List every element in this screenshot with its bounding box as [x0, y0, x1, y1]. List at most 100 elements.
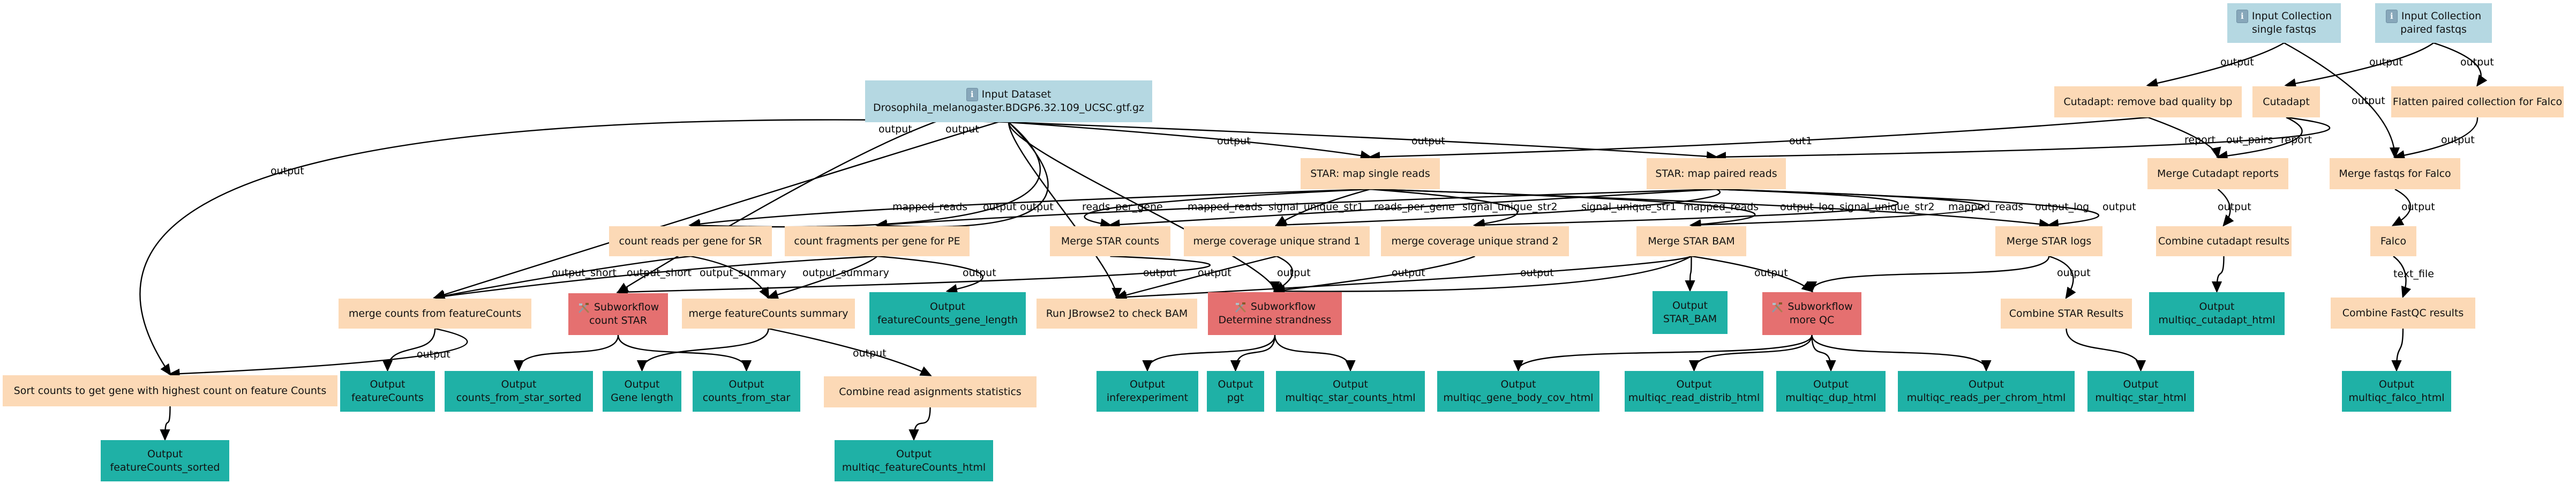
output-name-label: counts_from_star: [702, 392, 791, 404]
node-cutadapt[interactable]: Cutadapt: [2252, 86, 2320, 117]
edge-count-fragments-per-gene-for-pe-to-merge-featurecounts-summary: [767, 256, 878, 300]
node-star-map-single-reads[interactable]: STAR: map single reads: [1301, 158, 1440, 189]
output-name-label: STAR_BAM: [1663, 313, 1717, 325]
node-label: merge counts from featureCounts: [348, 307, 522, 319]
node-merge-star-bam[interactable]: Merge STAR BAM: [1636, 226, 1746, 256]
output-name-label: multiqc_cutadapt_html: [2158, 314, 2275, 326]
input-info-icon: i: [2236, 10, 2248, 24]
node-count-reads-per-gene-for-sr[interactable]: count reads per gene for SR: [609, 226, 772, 256]
node-merge-cutadapt-reports[interactable]: Merge Cutadapt reports: [2147, 158, 2288, 189]
node-flatten-paired-collection-for-falco[interactable]: Flatten paired collection for Falco: [2391, 86, 2564, 117]
output-name-label: multiqc_falco_html: [2348, 392, 2445, 404]
node-label: Merge STAR logs: [2006, 235, 2092, 247]
node-label: Output: [729, 378, 764, 391]
node-label: Output: [2379, 378, 2414, 391]
edge-input-collection-single-fastqs-to-merge-fastqs-for-falco: [2284, 42, 2400, 159]
node-label: Output: [1672, 300, 1708, 312]
node-label: Output: [624, 378, 660, 391]
edge-label-output_short: output_short: [552, 267, 617, 279]
node-merge-fastqs-for-falco[interactable]: Merge fastqs for Falco: [2330, 158, 2460, 189]
node-label: Sort counts to get gene with highest cou…: [13, 384, 327, 397]
edge-label-output: output: [1754, 267, 1788, 279]
edge-input-collection-single-fastqs-to-cutadapt-remove-bad-quality-bp: [2146, 42, 2285, 88]
node-label: Output: [930, 301, 965, 313]
node-combine-star-results[interactable]: Combine STAR Results: [2001, 299, 2132, 329]
edge-label-output: output: [2057, 267, 2091, 279]
node-cutadapt-remove-bad-quality-bp[interactable]: Cutadapt: remove bad quality bp: [2054, 86, 2242, 117]
node-merge-star-logs[interactable]: Merge STAR logs: [1995, 226, 2102, 256]
node-merge-coverage-unique-strand-1[interactable]: merge coverage unique strand 1: [1184, 226, 1370, 256]
node-combine-cutadapt-results[interactable]: Combine cutadapt results: [2156, 226, 2292, 256]
node-label: Output: [147, 448, 183, 460]
edge-merge-star-bam-to-run-jbrowse2-to-check-bam: [1115, 255, 1692, 302]
edge-cutadapt-to-star-map-paired-reads: [1714, 116, 2331, 162]
node-combine-read-asignments-statistics[interactable]: Combine read asignments statistics: [824, 376, 1037, 407]
edge-label-output: output: [878, 123, 912, 135]
edge-star-map-single-reads-to-merge-star-counts: [1084, 188, 1371, 229]
edge-subworkflow-more-qc-to-output-multiqc-dup-html: [1811, 335, 1836, 372]
node-label: Output: [1130, 378, 1165, 391]
edge-label-output: output: [853, 347, 887, 359]
node-count-fragments-per-gene-for-pe[interactable]: count fragments per gene for PE: [785, 226, 970, 256]
edge-input-dataset-gtf-to-sort-counts-to-get-gene-with-highest-count: [139, 119, 1009, 376]
edge-label-mapped_reads: mapped_reads: [1684, 201, 1759, 213]
node-star-map-paired-reads[interactable]: STAR: map paired reads: [1647, 158, 1786, 189]
edge-subworkflow-more-qc-to-output-multiqc-read-distrib-html: [1688, 335, 1813, 372]
edge-label-output: output: [983, 201, 1017, 213]
node-merge-coverage-unique-strand-2[interactable]: merge coverage unique strand 2: [1381, 226, 1569, 256]
edge-subworkflow-determine-strandness-to-output-pgt: [1230, 335, 1276, 372]
edge-merge-star-bam-to-output-star-bam: [1685, 256, 1695, 292]
node-merge-star-counts[interactable]: Merge STAR counts: [1050, 226, 1170, 256]
node-combine-fastqc-results[interactable]: Combine FastQC results: [2331, 298, 2475, 329]
edge-label-output: output: [945, 123, 979, 135]
node-merge-featurecounts-summary[interactable]: merge featureCounts summary: [682, 299, 855, 329]
node-falco[interactable]: Falco: [2370, 226, 2416, 256]
node-label: Merge fastqs for Falco: [2339, 167, 2451, 180]
edge-star-map-paired-reads-to-merge-coverage-unique-strand-1: [1274, 188, 1721, 230]
node-label: Output: [501, 378, 537, 391]
edge-merge-counts-from-featurecounts-to-sort-counts-to-get-gene-with-highest-count: [168, 328, 468, 379]
node-sort-counts-to-get-gene-with-highest-count[interactable]: Sort counts to get gene with highest cou…: [3, 375, 337, 406]
edge-flatten-paired-collection-for-falco-to-merge-fastqs-for-falco: [2393, 117, 2479, 161]
node-run-jbrowse2-to-check-bam[interactable]: Run JBrowse2 to check BAM: [1037, 299, 1197, 329]
output-name-label: multiqc_star_counts_html: [1285, 392, 1416, 404]
node-label: single fastqs: [2252, 24, 2316, 36]
edge-label-signal_unique_str1: signal_unique_str1: [1581, 201, 1677, 213]
node-label: Output: [896, 448, 932, 460]
edge-label-reads_per_gene: reads_per_gene: [1374, 201, 1455, 213]
edge-star-map-paired-reads-to-merge-coverage-unique-strand-2: [1473, 188, 1899, 231]
output-name-label: Gene length: [611, 392, 673, 404]
node-label: Output: [370, 378, 405, 391]
edge-label-output_short: output_short: [627, 267, 692, 279]
output-name-label: multiqc_reads_per_chrom_html: [1906, 392, 2066, 404]
output-name-label: inferexperiment: [1106, 392, 1189, 404]
node-merge-counts-from-featurecounts[interactable]: merge counts from featureCounts: [339, 299, 531, 329]
edge-merge-counts-from-featurecounts-to-output-featurecounts: [382, 328, 436, 372]
edge-falco-to-combine-fastqc-results: [2393, 256, 2412, 299]
output-name-label: multiqc_star_html: [2095, 392, 2187, 404]
